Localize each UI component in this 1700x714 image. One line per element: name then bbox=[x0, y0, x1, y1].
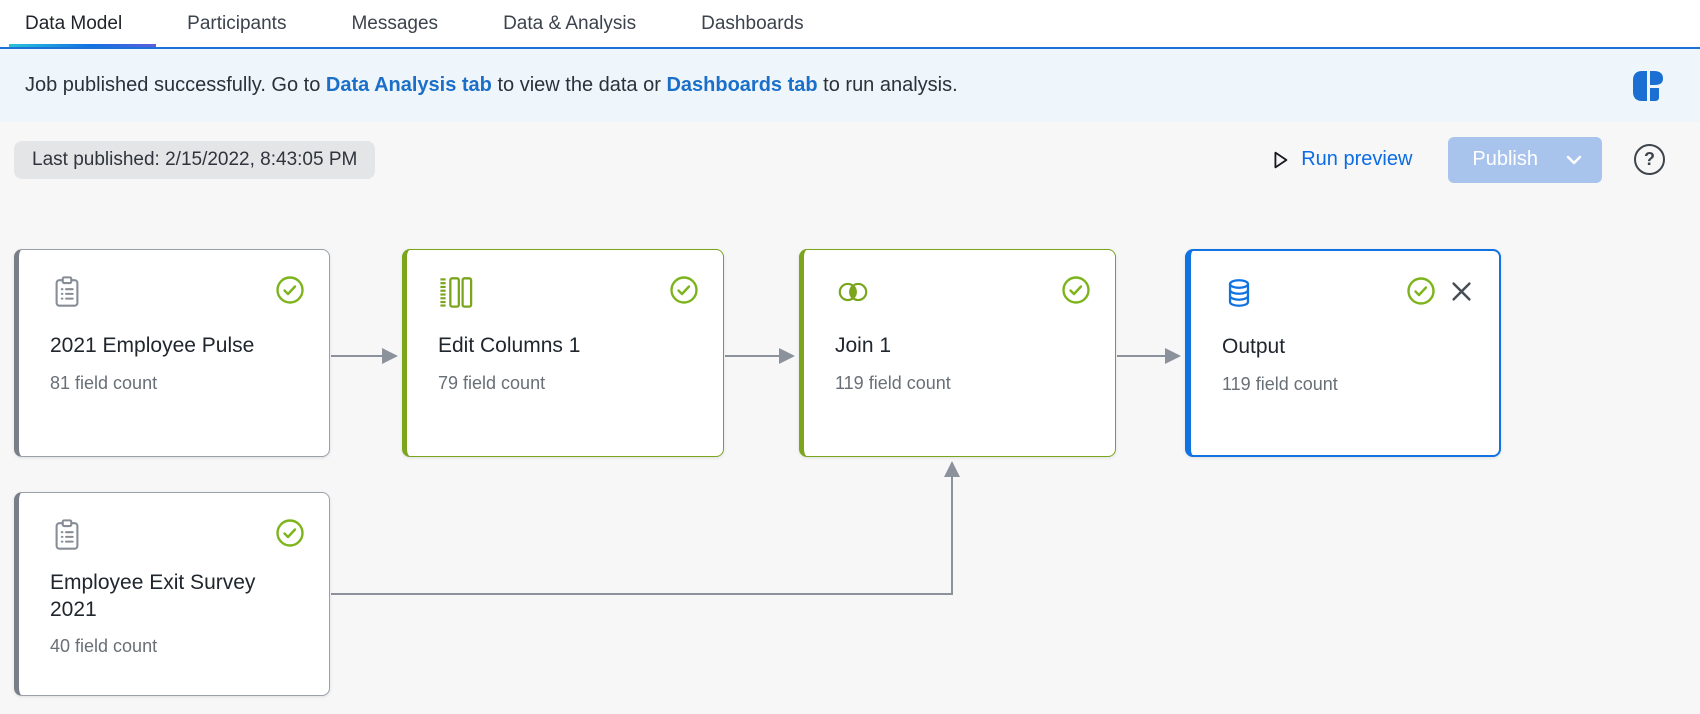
model-toolbar: Last published: 2/15/2022, 8:43:05 PM Ru… bbox=[0, 122, 1700, 197]
play-icon bbox=[1274, 151, 1288, 168]
node-field-count: 81 field count bbox=[50, 372, 158, 393]
node-title: Join 1 bbox=[835, 334, 892, 357]
close-icon bbox=[1452, 281, 1471, 301]
help-button[interactable]: ? bbox=[1634, 144, 1665, 175]
status-success-icon bbox=[670, 276, 698, 304]
edit-columns-icon bbox=[440, 277, 473, 308]
chevron-down-icon bbox=[1566, 155, 1582, 164]
tab-participants[interactable]: Participants bbox=[187, 12, 287, 34]
status-success-icon bbox=[1062, 276, 1090, 304]
database-icon bbox=[1228, 279, 1250, 307]
node-field-count: 40 field count bbox=[50, 636, 158, 657]
node-title: Output bbox=[1222, 335, 1286, 358]
node-edit-columns-1[interactable]: Edit Columns 1 79 field count bbox=[402, 249, 724, 457]
last-published-badge: Last published: 2/15/2022, 8:43:05 PM bbox=[14, 140, 376, 179]
node-title: Edit Columns 1 bbox=[438, 334, 581, 357]
node-title: 2021 Employee Pulse bbox=[50, 334, 255, 357]
status-success-icon bbox=[276, 276, 304, 304]
tab-dashboards[interactable]: Dashboards bbox=[701, 12, 804, 34]
help-label: ? bbox=[1644, 149, 1655, 169]
publish-label: Publish bbox=[1472, 148, 1538, 170]
status-success-icon bbox=[1407, 277, 1435, 305]
tab-messages[interactable]: Messages bbox=[351, 12, 439, 34]
join-icon bbox=[838, 282, 868, 302]
banner-message-suffix: to run analysis. bbox=[817, 74, 958, 96]
engagement-logo-icon bbox=[1633, 70, 1663, 101]
remove-node-button[interactable] bbox=[1448, 278, 1475, 305]
run-preview-button[interactable]: Run preview bbox=[1269, 148, 1412, 171]
publish-success-banner: Job published successfully. Go to Data A… bbox=[0, 49, 1700, 122]
node-field-count: 119 field count bbox=[835, 372, 951, 393]
connector-exitsurvey-to-join bbox=[331, 461, 960, 595]
run-preview-label: Run preview bbox=[1301, 148, 1413, 170]
publish-button[interactable]: Publish bbox=[1448, 136, 1602, 183]
banner-message: Job published successfully. Go to Data A… bbox=[25, 74, 958, 97]
dashboards-tab-link[interactable]: Dashboards tab bbox=[666, 74, 818, 96]
node-title: Employee Exit Survey 2021 bbox=[50, 571, 256, 621]
data-model-canvas: 2021 Employee Pulse 81 field count bbox=[0, 197, 1700, 714]
node-output[interactable]: Output 119 field count bbox=[1185, 249, 1501, 457]
node-employee-exit-survey-2021[interactable]: Employee Exit Survey 2021 40 field count bbox=[14, 492, 330, 696]
node-field-count: 119 field count bbox=[1222, 373, 1338, 394]
banner-message-prefix: Job published successfully. Go to bbox=[25, 74, 326, 96]
node-join-1[interactable]: Join 1 119 field count bbox=[799, 249, 1116, 457]
data-analysis-tab-link[interactable]: Data Analysis tab bbox=[325, 74, 492, 96]
tab-data-model[interactable]: Data Model bbox=[9, 0, 157, 47]
top-tab-bar: Data Model Participants Messages Data & … bbox=[0, 0, 1700, 49]
survey-icon bbox=[55, 519, 79, 550]
tab-data-and-analysis[interactable]: Data & Analysis bbox=[503, 12, 637, 34]
node-field-count: 79 field count bbox=[438, 372, 546, 393]
survey-icon bbox=[55, 276, 79, 307]
node-2021-employee-pulse[interactable]: 2021 Employee Pulse 81 field count bbox=[14, 249, 330, 457]
banner-message-middle: to view the data or bbox=[491, 74, 667, 96]
status-success-icon bbox=[276, 519, 304, 547]
